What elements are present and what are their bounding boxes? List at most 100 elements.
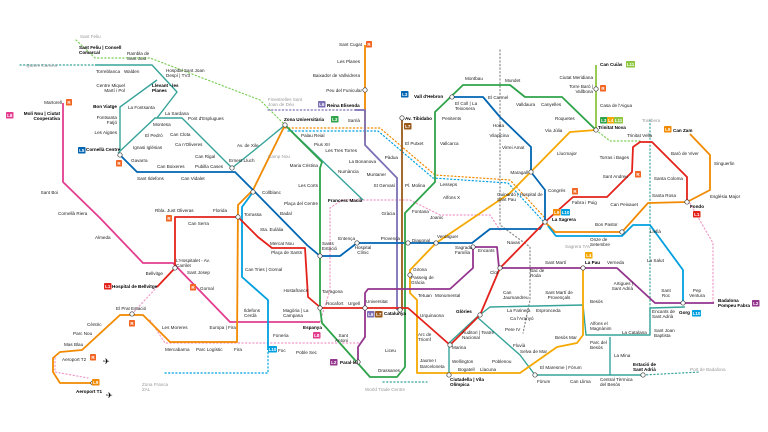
station-label[interactable]: Foc xyxy=(278,348,286,353)
station-label[interactable]: Sant Feliu xyxy=(80,34,101,39)
station-label[interactable]: Drassanes xyxy=(378,368,400,373)
station-label[interactable]: Sant Cugat xyxy=(339,42,362,47)
station-label[interactable]: Sant Antoni xyxy=(334,333,348,343)
station-label[interactable]: Llefià xyxy=(650,229,661,234)
line-badge-l7[interactable]: L7 xyxy=(404,123,412,130)
station-label[interactable]: Sagrera TAV xyxy=(565,244,591,249)
line-badge-l6[interactable]: L6 xyxy=(367,311,375,318)
station-label[interactable]: La Farinera xyxy=(507,308,531,313)
station-label[interactable]: Aeroport T1 xyxy=(76,389,103,394)
station-label[interactable]: Florida xyxy=(213,208,228,213)
station-label[interactable]: Liceu xyxy=(385,348,396,353)
station-label[interactable]: Can Rigal xyxy=(195,154,216,159)
station-label[interactable]: Les Aigües xyxy=(94,130,117,135)
station-label[interactable]: Reina Elisenda xyxy=(327,103,360,108)
station-label[interactable]: Montbau xyxy=(465,76,483,81)
line-badge-l9[interactable]: L9 xyxy=(92,379,100,386)
station-label[interactable]: El Maresme | Fòrum xyxy=(540,365,582,370)
station-label[interactable]: Gavarra xyxy=(131,158,148,163)
station-label[interactable]: Tarragona xyxy=(322,289,343,294)
station-label[interactable]: Can Clota xyxy=(170,132,191,137)
station-label[interactable]: Ca n'Oliveres xyxy=(175,142,203,147)
station-label[interactable]: Maragall xyxy=(510,170,528,175)
station-label[interactable]: Zona Franca ZAL xyxy=(142,382,169,392)
station-label[interactable]: Bon Viatge xyxy=(93,104,117,109)
station-label[interactable]: Pius XII xyxy=(314,142,330,147)
station-label[interactable]: Ernest Lluch xyxy=(229,158,255,163)
station-label[interactable]: Trinitat Vella xyxy=(627,133,653,138)
station-label[interactable]: Ildefons Cerdà xyxy=(244,308,261,318)
station-label[interactable]: Besòs xyxy=(590,299,603,304)
station-label[interactable]: Vilapicina xyxy=(489,133,509,138)
line-badge-l2[interactable]: L2 xyxy=(330,359,338,366)
station-label[interactable]: Sant Joan Baptista xyxy=(654,328,675,338)
station-label[interactable]: Joanic xyxy=(430,215,444,220)
station-label[interactable]: Port de Badalona xyxy=(690,367,726,372)
line-badge-l4[interactable]: L4 xyxy=(607,117,615,124)
station-label[interactable]: Onze de Setembre xyxy=(590,237,610,247)
rodalies-badge[interactable]: R xyxy=(600,85,606,92)
line-badge-l4[interactable]: L4 xyxy=(585,252,593,259)
station-label[interactable]: Maria Cristina xyxy=(289,163,318,168)
station-label[interactable]: Ciutadella | Vila Olímpica xyxy=(450,377,484,387)
rodalies-badge[interactable]: R xyxy=(366,41,372,48)
station-label[interactable]: Fira xyxy=(234,347,242,352)
station-label[interactable]: Lesseps xyxy=(440,182,458,187)
station-label[interactable]: Església Major xyxy=(710,194,741,199)
station-label[interactable]: Via Júlia xyxy=(545,128,563,133)
station-label[interactable]: Glòries xyxy=(456,309,472,314)
station-label[interactable]: Girona xyxy=(413,267,427,272)
station-label[interactable]: Santa Rosa xyxy=(652,193,677,198)
station-label[interactable]: Virrei Amat xyxy=(502,145,525,150)
station-label[interactable]: Provença xyxy=(380,236,400,241)
station-label[interactable]: Selva de Mar xyxy=(520,349,548,354)
station-label[interactable]: Mas Blau xyxy=(64,342,84,347)
station-label[interactable]: Roquetes xyxy=(555,116,575,121)
station-label[interactable]: Rbla. Just Oliveras xyxy=(155,208,194,213)
station-label[interactable]: La Sagrera xyxy=(552,217,576,222)
station-label[interactable]: Sagrada Família xyxy=(455,245,473,255)
rodalies-badge[interactable]: R xyxy=(116,160,122,167)
station-label[interactable]: Parc del Besòs xyxy=(590,340,607,350)
station-label[interactable]: Guinardó | Hospital de Sant Pau xyxy=(497,192,543,202)
station-label[interactable]: El Coll | La Teixonera xyxy=(455,101,478,111)
station-label[interactable]: Sant Roc xyxy=(661,288,671,298)
line-badge-l9[interactable]: L9 xyxy=(664,126,672,133)
station-label[interactable]: Torrassa xyxy=(244,212,262,217)
station-label[interactable]: St Gervasi xyxy=(373,183,395,188)
station-label[interactable]: Verdaguer xyxy=(437,234,459,239)
station-label[interactable]: Quatre Camins xyxy=(26,63,57,68)
station-label[interactable]: Universitat xyxy=(366,299,388,304)
station-label[interactable]: Parc Nou xyxy=(73,331,93,336)
station-label[interactable]: Passeig de Gràcia xyxy=(411,275,434,285)
station-label[interactable]: Fòrum xyxy=(537,379,551,384)
station-label[interactable]: Sant Ildefons xyxy=(137,176,164,181)
line-badge-l6[interactable]: L6 xyxy=(318,101,326,108)
line-badge-l10[interactable]: L10 xyxy=(561,209,570,216)
station-label[interactable]: Plaça del Centre xyxy=(284,201,318,206)
station-label[interactable]: Sarrià xyxy=(347,118,360,123)
station-label[interactable]: Badalona Pompeu Fabra xyxy=(718,298,750,308)
station-label[interactable]: Gorg xyxy=(679,310,690,315)
station-label[interactable]: Muntaner xyxy=(366,172,386,177)
station-label[interactable]: Les Planes xyxy=(337,59,360,64)
station-label[interactable]: Pl. Molina xyxy=(405,183,426,188)
station-label[interactable]: Pàdua xyxy=(384,155,398,160)
station-label[interactable]: Central Tèrmica del Besòs xyxy=(600,377,633,387)
station-label[interactable]: Hospital Clínic xyxy=(354,245,372,255)
station-label[interactable]: Gràcia xyxy=(381,211,395,216)
line-badge-l10[interactable]: L10 xyxy=(268,346,277,353)
station-label[interactable]: Can Cuiàs xyxy=(600,62,623,67)
station-label[interactable]: Pubilla Cases xyxy=(195,164,224,169)
station-label[interactable]: Valldaura xyxy=(516,102,536,107)
station-label[interactable]: Espanya xyxy=(303,325,322,330)
station-label[interactable]: Les Moreres xyxy=(162,325,188,330)
station-label[interactable]: Navas xyxy=(507,240,521,245)
line-badge-l11[interactable]: L11 xyxy=(626,61,635,68)
station-label[interactable]: Cornellà Centre xyxy=(86,147,121,152)
station-label[interactable]: Plaça de Sants xyxy=(271,250,302,255)
station-label[interactable]: Can Boixeres xyxy=(157,164,185,169)
station-label[interactable]: Sant Martí xyxy=(545,260,567,265)
station-label[interactable]: Aeroport T2 xyxy=(62,357,87,362)
line-badge-l9[interactable]: L9 xyxy=(553,209,561,216)
